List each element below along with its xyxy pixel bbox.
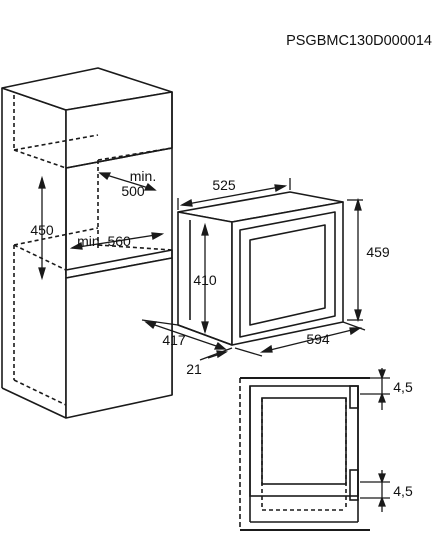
front-height-label: 410 [193, 272, 217, 288]
niche-height-label: 450 [30, 222, 54, 238]
bottom-gap-label: 4,5 [393, 483, 413, 499]
section-detail [239, 377, 370, 531]
min-depth-value: 500 [121, 183, 145, 199]
cabinet-dimension-lines [38, 172, 165, 281]
gap-dimension-lines [360, 368, 390, 512]
oven-dimension-lines [141, 178, 366, 361]
front-thickness-label: 21 [186, 361, 202, 377]
product-code: PSGBMC130D000014 [286, 33, 432, 49]
side-depth-label: 417 [162, 332, 186, 348]
min-depth-label: min. [130, 168, 156, 184]
top-gap-label: 4,5 [393, 379, 413, 395]
tall-cabinet [1, 67, 173, 419]
front-width-label: 594 [306, 331, 330, 347]
niche-width-label: min. 560 [77, 233, 131, 249]
oven-height-label: 459 [366, 244, 390, 260]
oven-width-label: 525 [212, 177, 236, 193]
